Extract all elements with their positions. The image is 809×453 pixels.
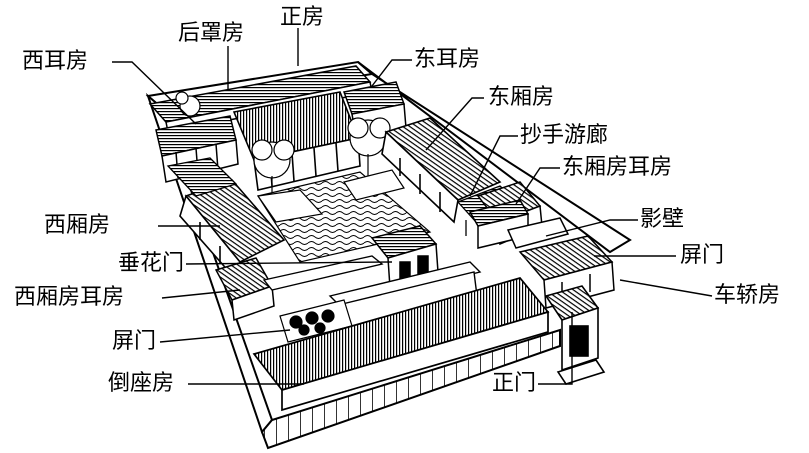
label-rear-building: 后罩房 bbox=[178, 21, 245, 46]
label-east-ear-room: 东耳房 bbox=[414, 47, 481, 72]
main-gate bbox=[544, 285, 606, 385]
south-building bbox=[252, 277, 550, 412]
label-east-wing-room: 东厢房 bbox=[488, 85, 555, 110]
label-west-ear-room: 西耳房 bbox=[22, 49, 89, 74]
label-carriage-house: 车轿房 bbox=[714, 283, 781, 308]
label-west-wing-room: 西厢房 bbox=[44, 213, 111, 238]
label-screen-wall: 影壁 bbox=[640, 207, 685, 232]
label-west-wing-ear-room: 西厢房耳房 bbox=[14, 285, 125, 310]
label-main-gate: 正门 bbox=[492, 371, 537, 396]
label-screen-door-left: 屏门 bbox=[112, 329, 157, 354]
label-east-wing-ear-room: 东厢房耳房 bbox=[562, 155, 673, 180]
label-main-hall: 正房 bbox=[280, 5, 325, 30]
leader-lines bbox=[112, 28, 713, 385]
west-veranda bbox=[166, 157, 238, 197]
label-corridor: 抄手游廊 bbox=[520, 123, 609, 148]
label-south-building: 倒座房 bbox=[108, 371, 175, 396]
label-screen-door-right: 屏门 bbox=[680, 243, 725, 268]
courtyard-trees bbox=[175, 91, 391, 196]
label-floral-gate: 垂花门 bbox=[118, 251, 185, 276]
east-wing-room bbox=[381, 117, 502, 224]
